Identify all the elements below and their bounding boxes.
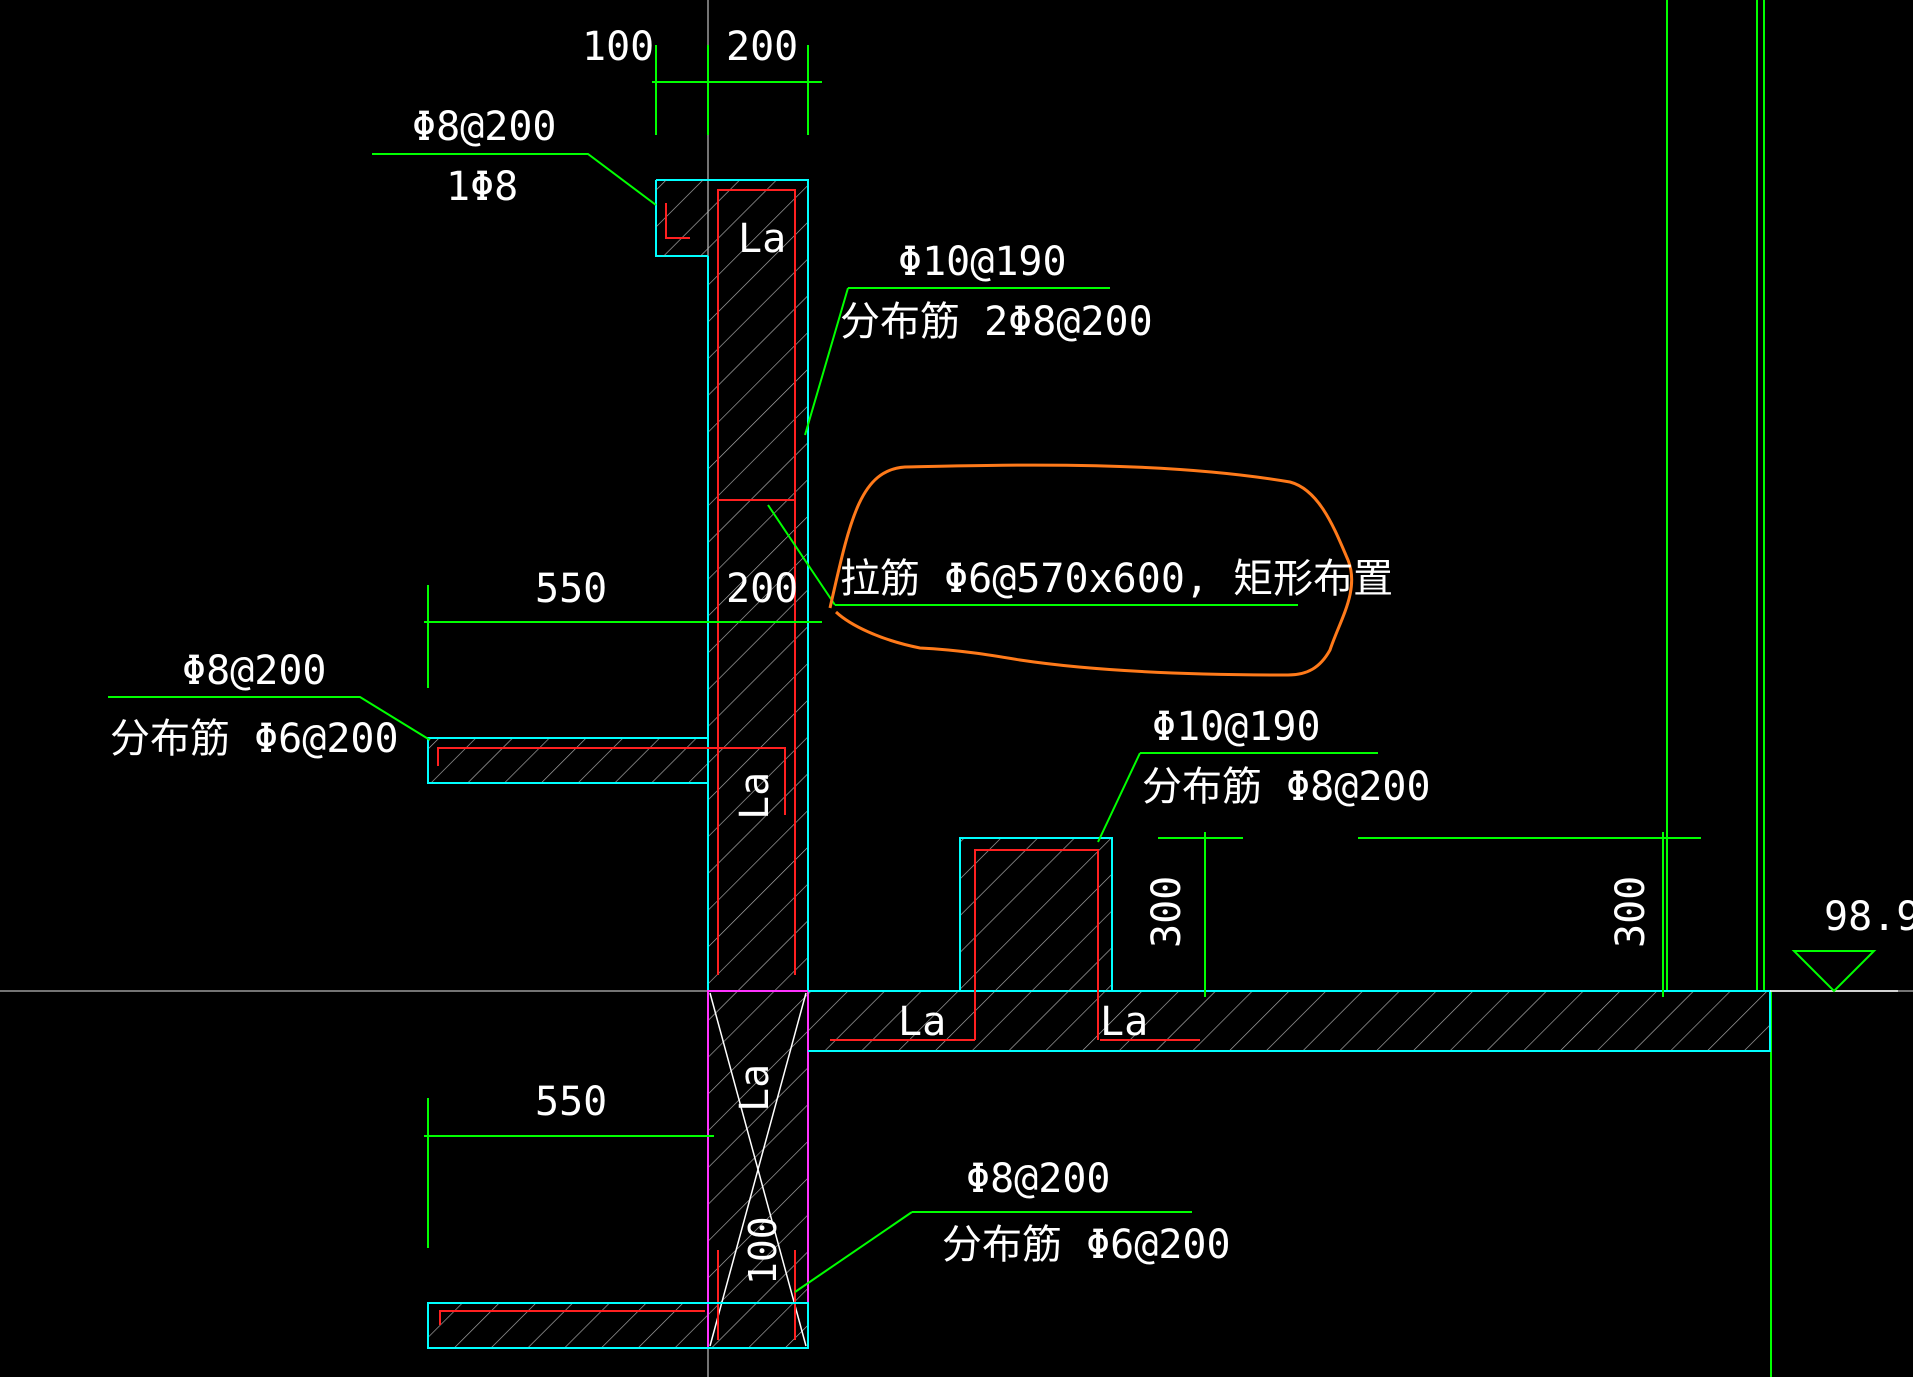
lower-wall-zone <box>707 990 809 1349</box>
label-upper-slab-1: Φ8@200 <box>182 648 327 694</box>
dim-bottom-gap: 100 <box>741 1216 785 1285</box>
label-curb-2: 分布筋 Φ8@200 <box>1142 764 1431 810</box>
label-wall-rebar-2: 分布筋 2Φ8@200 <box>840 299 1153 345</box>
la-floor-right: La <box>1100 999 1148 1045</box>
la-mid: La <box>732 772 778 820</box>
upper-slab <box>427 737 786 815</box>
la-top: La <box>738 216 786 262</box>
lower-slab <box>427 1302 809 1349</box>
right-boundary-lines <box>1666 0 1772 1377</box>
curb <box>959 837 1113 1040</box>
floor-slab <box>808 990 1771 1052</box>
revision-cloud <box>828 463 1354 677</box>
label-lower-slab-1: Φ8@200 <box>966 1156 1111 1202</box>
dim-mid-wall: 200 <box>726 566 798 612</box>
elevation-value: 98.93 <box>1824 894 1913 940</box>
dim-top-left: 100 <box>582 24 654 70</box>
dim-curb-height: 300 <box>1144 876 1190 948</box>
dim-lower-slab: 550 <box>535 1079 607 1125</box>
label-upper-slab-2: 分布筋 Φ6@200 <box>110 716 399 762</box>
label-lower-slab-2: 分布筋 Φ6@200 <box>942 1222 1231 1268</box>
dim-upper-slab: 550 <box>535 566 607 612</box>
dim-top-wall: 200 <box>726 24 798 70</box>
elevation-marker <box>1770 950 1898 993</box>
dimension-lines <box>424 45 1701 1248</box>
label-top-rebar-2: 1Φ8 <box>446 164 518 210</box>
text-labels: 100 200 Φ8@200 1Φ8 Φ10@190 分布筋 2Φ8@200 L… <box>110 24 1913 1285</box>
leader-lines <box>108 153 1378 1293</box>
label-curb-1: Φ10@190 <box>1152 704 1321 750</box>
label-wall-rebar-1: Φ10@190 <box>898 239 1067 285</box>
dim-right-height: 300 <box>1608 876 1654 948</box>
label-top-rebar-1: Φ8@200 <box>412 104 557 150</box>
main-wall <box>655 179 809 991</box>
la-lower: La <box>732 1064 778 1112</box>
la-floor-left: La <box>898 999 946 1045</box>
label-tie-bar: 拉筋 Φ6@570x600, 矩形布置 <box>840 556 1393 602</box>
